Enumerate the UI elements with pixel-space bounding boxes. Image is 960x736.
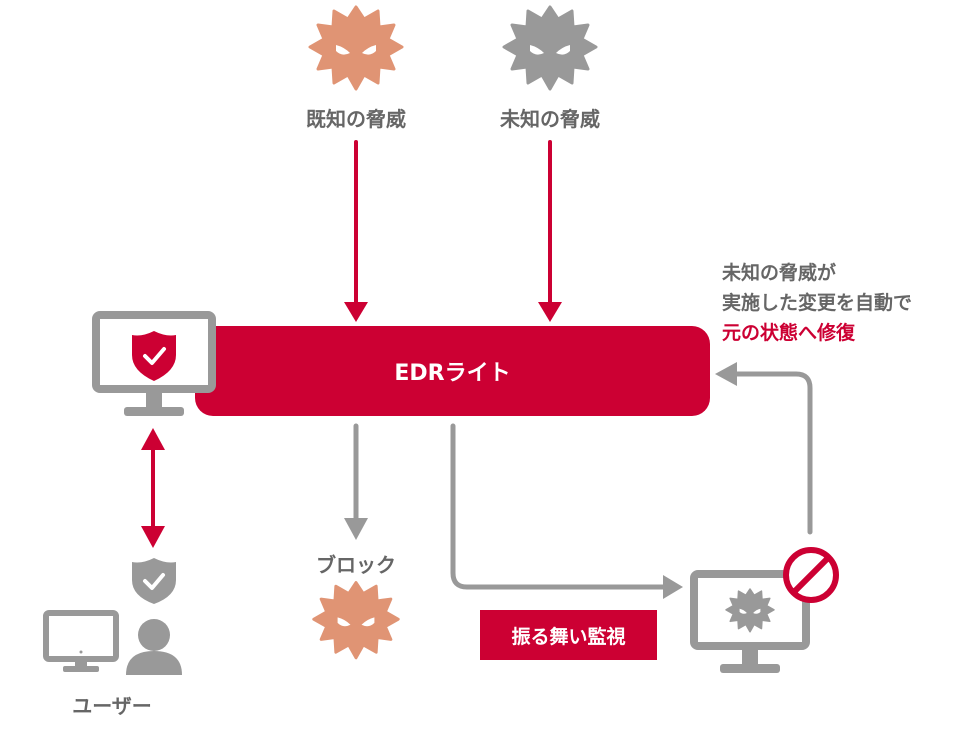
behavior-monitoring-label: 振る舞い監視 — [511, 625, 626, 648]
known-threat-arrow — [344, 140, 368, 322]
prohibited-icon — [782, 546, 840, 608]
restore-note-line2: 実施した変更を自動で — [722, 292, 913, 314]
block-label: ブロック — [316, 553, 396, 577]
unknown-threat-label: 未知の脅威 — [500, 107, 600, 131]
user-label: ユーザー — [72, 694, 152, 718]
restore-note-line1: 未知の脅威が — [722, 262, 837, 284]
edr-title: EDRライト — [394, 361, 511, 386]
monitor-shield-icon — [92, 311, 216, 425]
unknown-threat-arrow — [538, 140, 562, 322]
known-threat-label: 既知の脅威 — [306, 107, 406, 131]
shield-check-icon — [130, 556, 178, 610]
block-arrow — [344, 423, 368, 540]
behavior-monitor-arrow — [450, 423, 683, 599]
user-monitor-icon — [43, 610, 119, 676]
restore-note: 未知の脅威が 実施した変更を自動で 元の状態へ修復 — [722, 258, 912, 348]
restore-arrow — [715, 362, 813, 535]
edr-lite-box: EDRライト — [195, 326, 710, 416]
known-threat-icon — [306, 5, 406, 99]
user-connection-arrow — [141, 428, 165, 548]
unknown-threat-icon — [500, 5, 600, 99]
monitor-virus-icon — [690, 570, 810, 680]
person-icon — [124, 617, 184, 679]
behavior-monitoring-badge: 振る舞い監視 — [480, 610, 657, 660]
restore-note-line3: 元の状態へ修復 — [722, 322, 856, 344]
blocked-threat-icon — [310, 580, 402, 668]
